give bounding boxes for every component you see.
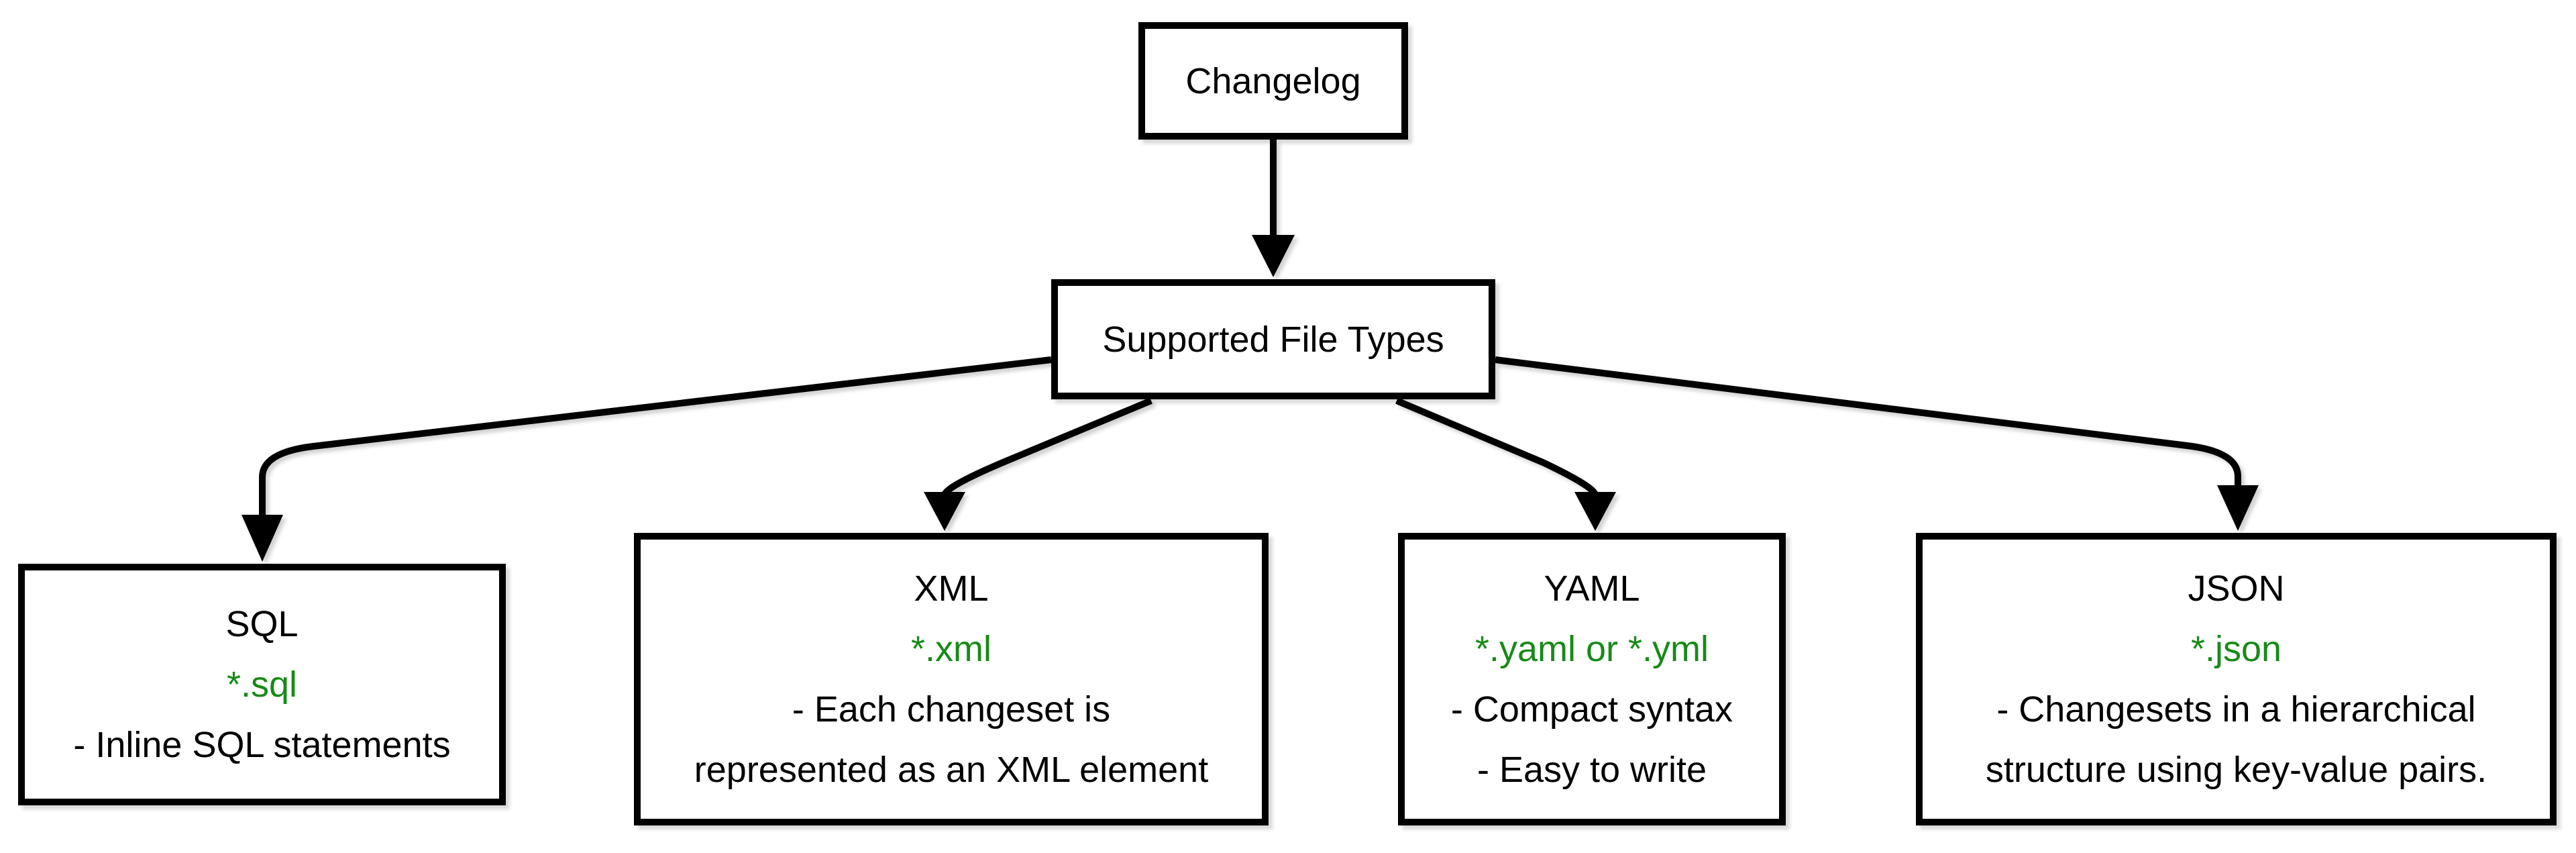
node-description-line: structure using key-value pairs. (1985, 750, 2487, 790)
connector-hub-to-xml (924, 397, 1152, 531)
node-json: JSON *.json - Changesets in a hierarchic… (1916, 533, 2557, 825)
connector-hub-to-sql (241, 356, 1052, 562)
node-description-line: - Inline SQL statements (73, 725, 451, 765)
connector-hub-to-yaml (1395, 397, 1616, 531)
node-extension: *.xml (911, 629, 991, 669)
node-supported-file-types: Supported File Types (1051, 279, 1495, 399)
node-changelog-label: Changelog (1185, 60, 1361, 101)
connector-hub-to-json (1495, 356, 2259, 531)
node-description-line: - Changesets in a hierarchical (1996, 689, 2476, 730)
node-title: SQL (225, 604, 299, 644)
node-extension: *.json (2190, 629, 2282, 669)
connector-changelog-to-hub (1252, 140, 1295, 277)
connector-hub-to-json-line (1495, 356, 2241, 488)
node-description-line: - Easy to write (1477, 750, 1707, 790)
node-changelog: Changelog (1138, 22, 1408, 140)
arrowhead-yaml (1574, 492, 1616, 531)
node-yaml: YAML *.yaml or *.yml - Compact syntax - … (1398, 533, 1786, 825)
arrowhead-xml (924, 492, 965, 531)
node-description-line: represented as an XML element (694, 750, 1209, 790)
connector-hub-to-yaml-line (1395, 397, 1599, 497)
node-extension: *.sql (226, 664, 298, 705)
node-sql: SQL *.sql - Inline SQL statements (18, 564, 506, 805)
node-title: XML (914, 568, 989, 609)
node-title: JSON (2188, 568, 2285, 609)
arrowhead-json (2217, 485, 2259, 531)
node-description-line: - Compact syntax (1450, 689, 1733, 730)
arrowhead-hub (1252, 235, 1295, 277)
node-supported-file-types-label: Supported File Types (1102, 319, 1444, 360)
arrowhead-sql (241, 515, 283, 562)
connector-hub-to-sql-line (259, 356, 1052, 517)
connector-hub-to-xml-line (941, 397, 1152, 497)
node-title: YAML (1544, 568, 1640, 609)
node-extension: *.yaml or *.yml (1474, 629, 1709, 669)
node-xml: XML *.xml - Each changeset is represente… (634, 533, 1269, 825)
node-description-line: - Each changeset is (792, 689, 1111, 730)
